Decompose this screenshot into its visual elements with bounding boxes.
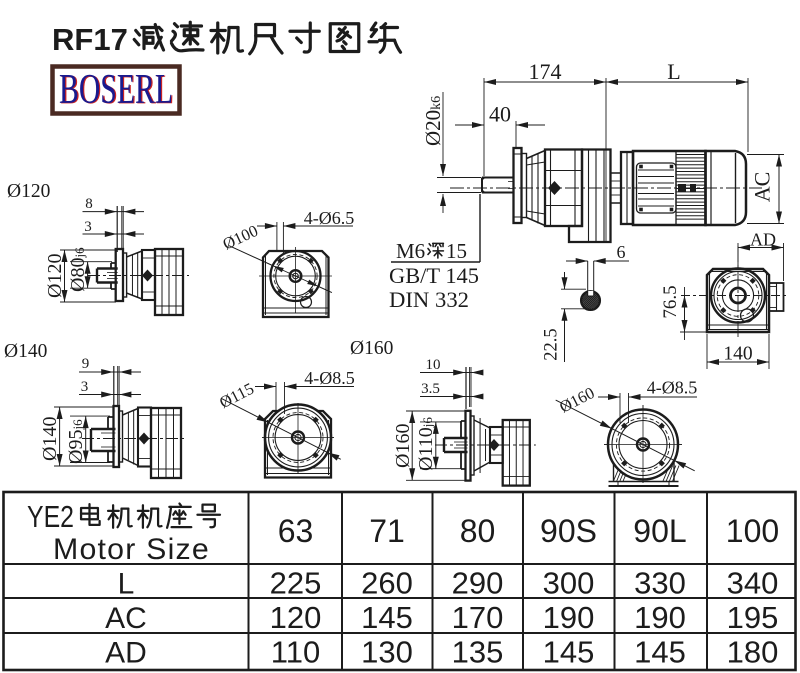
svg-text:BOSERL: BOSERL (60, 68, 174, 114)
svg-text:4-Ø8.5: 4-Ø8.5 (304, 368, 355, 388)
svg-text:4-Ø6.5: 4-Ø6.5 (304, 208, 355, 228)
svg-text:AD: AD (105, 637, 147, 670)
svg-text:90L: 90L (633, 513, 686, 549)
svg-text:190: 190 (634, 600, 686, 635)
svg-text:290: 290 (452, 566, 504, 601)
svg-text:Ø120: Ø120 (44, 254, 66, 298)
svg-text:AC: AC (105, 602, 147, 635)
svg-text:Ø140: Ø140 (39, 417, 61, 461)
svg-text:145: 145 (361, 600, 413, 635)
svg-text:AD: AD (750, 230, 776, 250)
svg-text:225: 225 (270, 566, 322, 601)
svg-text:63: 63 (278, 513, 314, 549)
svg-text:4-Ø8.5: 4-Ø8.5 (647, 378, 698, 398)
svg-text:DIN 332: DIN 332 (389, 287, 469, 312)
svg-text:RF17: RF17 (52, 22, 128, 57)
svg-text:Ø140: Ø140 (4, 341, 47, 362)
svg-text:15: 15 (446, 239, 467, 263)
svg-text:76.5: 76.5 (660, 285, 681, 318)
svg-text:Ø110j6: Ø110j6 (415, 417, 437, 471)
svg-text:Ø160: Ø160 (350, 338, 393, 359)
svg-text:Ø95j6: Ø95j6 (65, 419, 87, 464)
svg-text:Ø120: Ø120 (7, 181, 50, 202)
svg-text:6: 6 (617, 242, 626, 262)
svg-text:140: 140 (723, 344, 752, 365)
svg-text:300: 300 (543, 566, 595, 601)
svg-text:40: 40 (489, 102, 511, 127)
svg-text:145: 145 (543, 635, 595, 670)
svg-text:22.5: 22.5 (542, 328, 562, 360)
svg-text:190: 190 (543, 600, 595, 635)
svg-text:195: 195 (727, 600, 779, 635)
svg-text:YE2: YE2 (27, 499, 74, 534)
svg-text:260: 260 (361, 566, 413, 601)
svg-text:8: 8 (85, 196, 93, 212)
svg-text:340: 340 (727, 566, 779, 601)
svg-text:L: L (118, 568, 135, 601)
svg-text:AC: AC (750, 172, 775, 203)
svg-text:135: 135 (452, 635, 504, 670)
svg-text:174: 174 (529, 59, 562, 84)
svg-text:110: 110 (271, 635, 320, 670)
svg-text:120: 120 (270, 600, 322, 635)
svg-text:10: 10 (426, 357, 441, 373)
svg-text:90S: 90S (540, 513, 597, 549)
svg-text:130: 130 (361, 635, 413, 670)
svg-text:3: 3 (81, 379, 89, 395)
svg-text:9: 9 (82, 356, 90, 372)
svg-text:M6: M6 (396, 239, 425, 263)
svg-text:100: 100 (726, 513, 779, 549)
svg-text:330: 330 (634, 566, 686, 601)
svg-text:Motor Size: Motor Size (53, 533, 210, 566)
svg-text:145: 145 (634, 635, 686, 670)
svg-text:3.5: 3.5 (421, 381, 440, 397)
svg-text:L: L (667, 59, 680, 84)
svg-text:170: 170 (452, 600, 504, 635)
svg-text:BOSERL: BOSERL (59, 67, 173, 113)
svg-text:180: 180 (727, 635, 779, 670)
svg-text:Ø80j6: Ø80j6 (67, 247, 89, 292)
svg-text:Ø160: Ø160 (392, 424, 414, 468)
svg-text:80: 80 (460, 513, 496, 549)
svg-text:71: 71 (369, 513, 405, 549)
svg-text:GB/T 145: GB/T 145 (389, 263, 479, 288)
svg-text:3: 3 (84, 219, 92, 235)
